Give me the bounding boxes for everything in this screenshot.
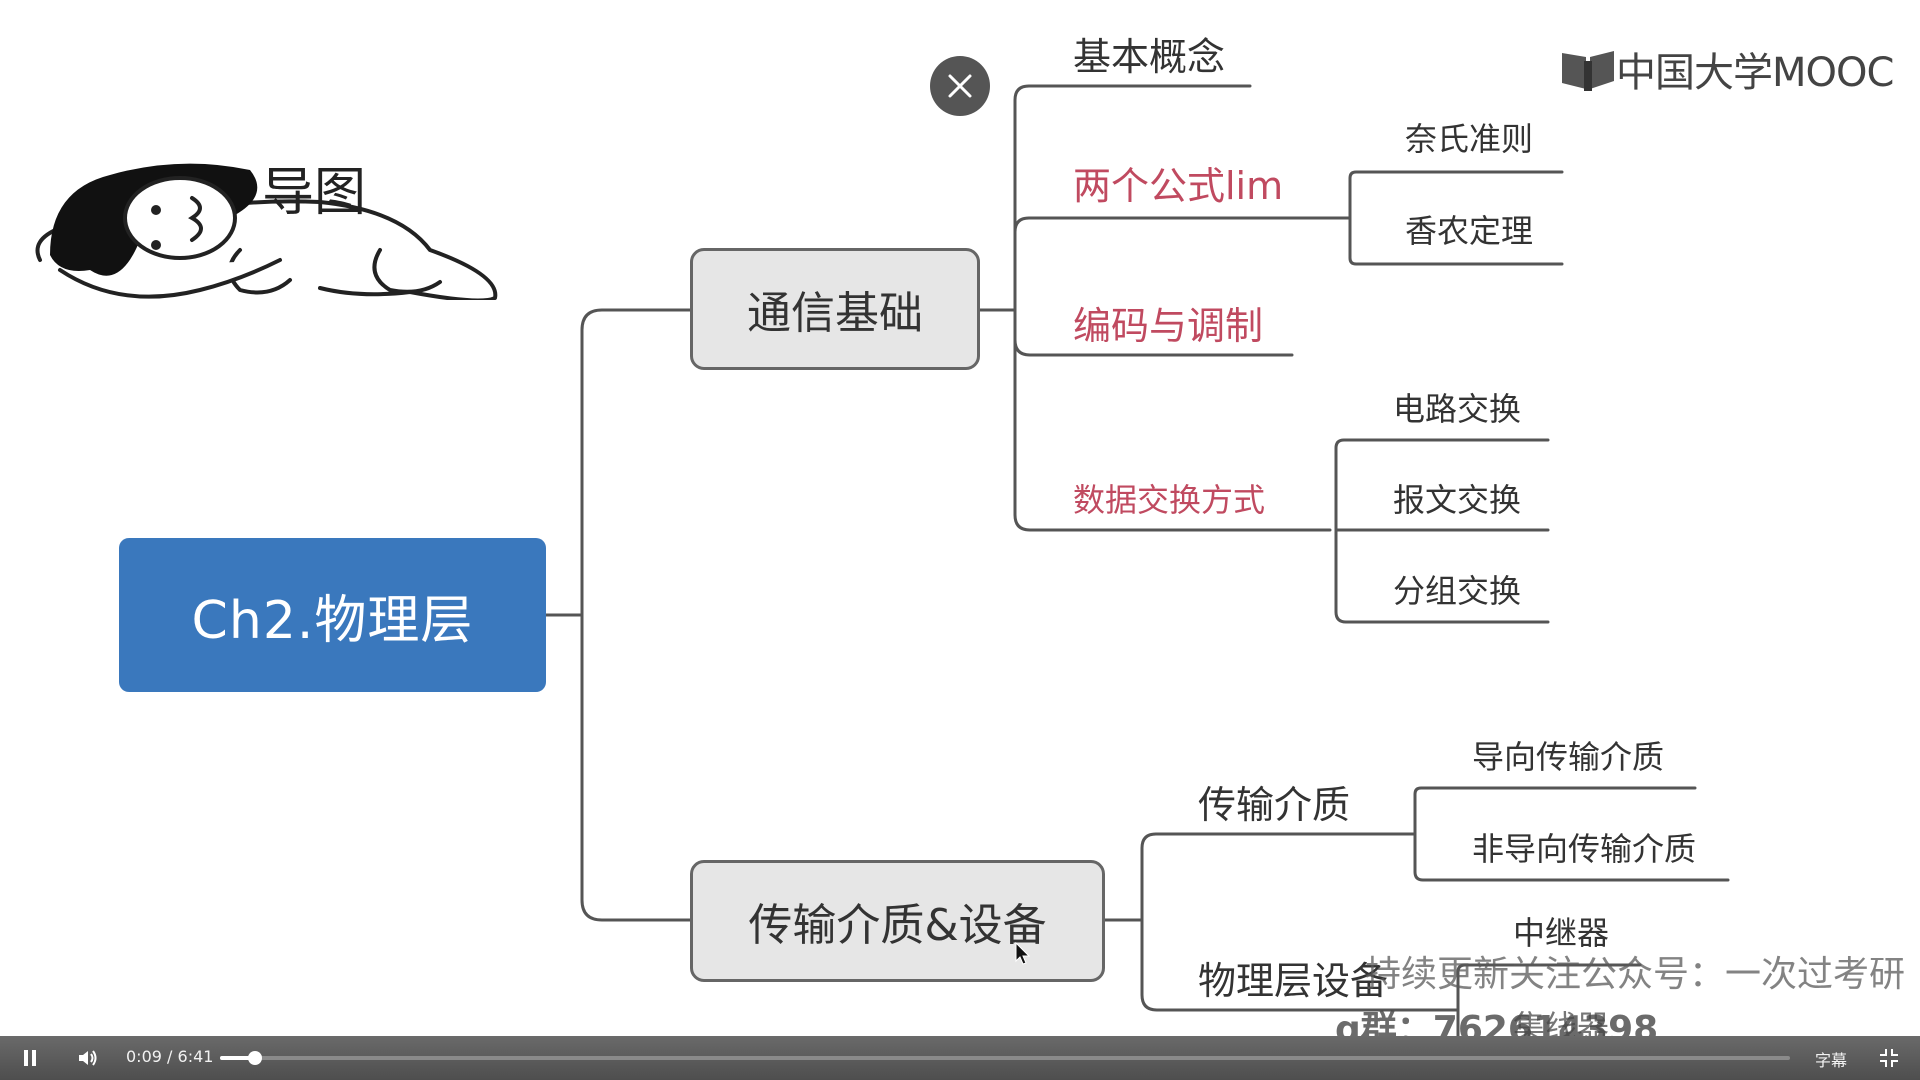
connector-formulas [1013,216,1352,234]
connector-branch1-trunk [1013,84,1332,532]
node-nyquist[interactable]: 奈氏准则 [1405,120,1534,158]
connector-encoding [1013,338,1294,357]
node-communication-basics[interactable]: 通信基础 [690,248,980,370]
progress-bar[interactable] [220,1051,1790,1065]
close-button[interactable] [930,56,990,116]
mouse-cursor-icon [1015,942,1031,965]
video-stage[interactable]: 导图 中国大学MOOC Ch2.物理层 通信基础 传输介质&设备 基本概念 两个… [0,0,1920,1050]
volume-icon[interactable] [76,1046,100,1070]
node-shannon[interactable]: 香农定理 [1405,212,1534,250]
duration: 6:41 [177,1047,214,1066]
node-packet-switching[interactable]: 分组交换 [1393,572,1522,610]
player-controls: 0:09 / 6:41 字幕 [0,1036,1920,1080]
node-physical-devices[interactable]: 物理层设备 [1198,959,1389,1003]
logo-text: 中国大学MOOC [1616,50,1894,96]
connector-branch2-trunk [1140,832,1460,1012]
node-repeater[interactable]: 中继器 [1513,914,1610,952]
subtitle-button[interactable]: 字幕 [1815,1051,1848,1070]
node-unguided-media[interactable]: 非导向传输介质 [1472,830,1697,868]
node-circuit-switching[interactable]: 电路交换 [1393,390,1522,428]
time-display: 0:09 / 6:41 [126,1047,213,1066]
root-node[interactable]: Ch2.物理层 [119,538,546,692]
connector-formulas-sub [1348,170,1564,266]
fullscreen-exit-icon[interactable] [1877,1046,1901,1070]
connector-devices-sub [1456,963,1642,1036]
node-guided-media[interactable]: 导向传输介质 [1472,738,1665,776]
mooc-logo: 中国大学MOOC [1560,40,1894,98]
mindmap-connectors [544,84,1730,1036]
book-logo-icon [1562,51,1614,91]
node-encoding-modulation[interactable]: 编码与调制 [1073,304,1264,348]
progress-fill [220,1056,256,1060]
progress-handle[interactable] [248,1051,263,1065]
node-two-formulas[interactable]: 两个公式lim [1073,164,1284,208]
connector-media-sub [1413,786,1730,882]
current-time: 0:09 [126,1047,162,1066]
node-transmission-media[interactable]: 传输介质 [1198,783,1351,827]
close-icon [948,74,972,98]
connector-trunk [580,308,692,922]
mascot-illustration [35,163,498,300]
mascot-caption: 导图 [262,163,367,223]
node-media-and-devices[interactable]: 传输介质&设备 [690,860,1105,982]
node-message-switching[interactable]: 报文交换 [1393,481,1522,519]
connector-switching-sub [1334,438,1550,624]
watermark-line1: 持续更新关注公众号：一次过考研 [1365,954,1906,995]
node-switching-methods[interactable]: 数据交换方式 [1073,481,1266,519]
node-basic-concepts[interactable]: 基本概念 [1073,35,1226,79]
time-separator: / [167,1047,173,1066]
pause-icon[interactable] [18,1046,42,1070]
